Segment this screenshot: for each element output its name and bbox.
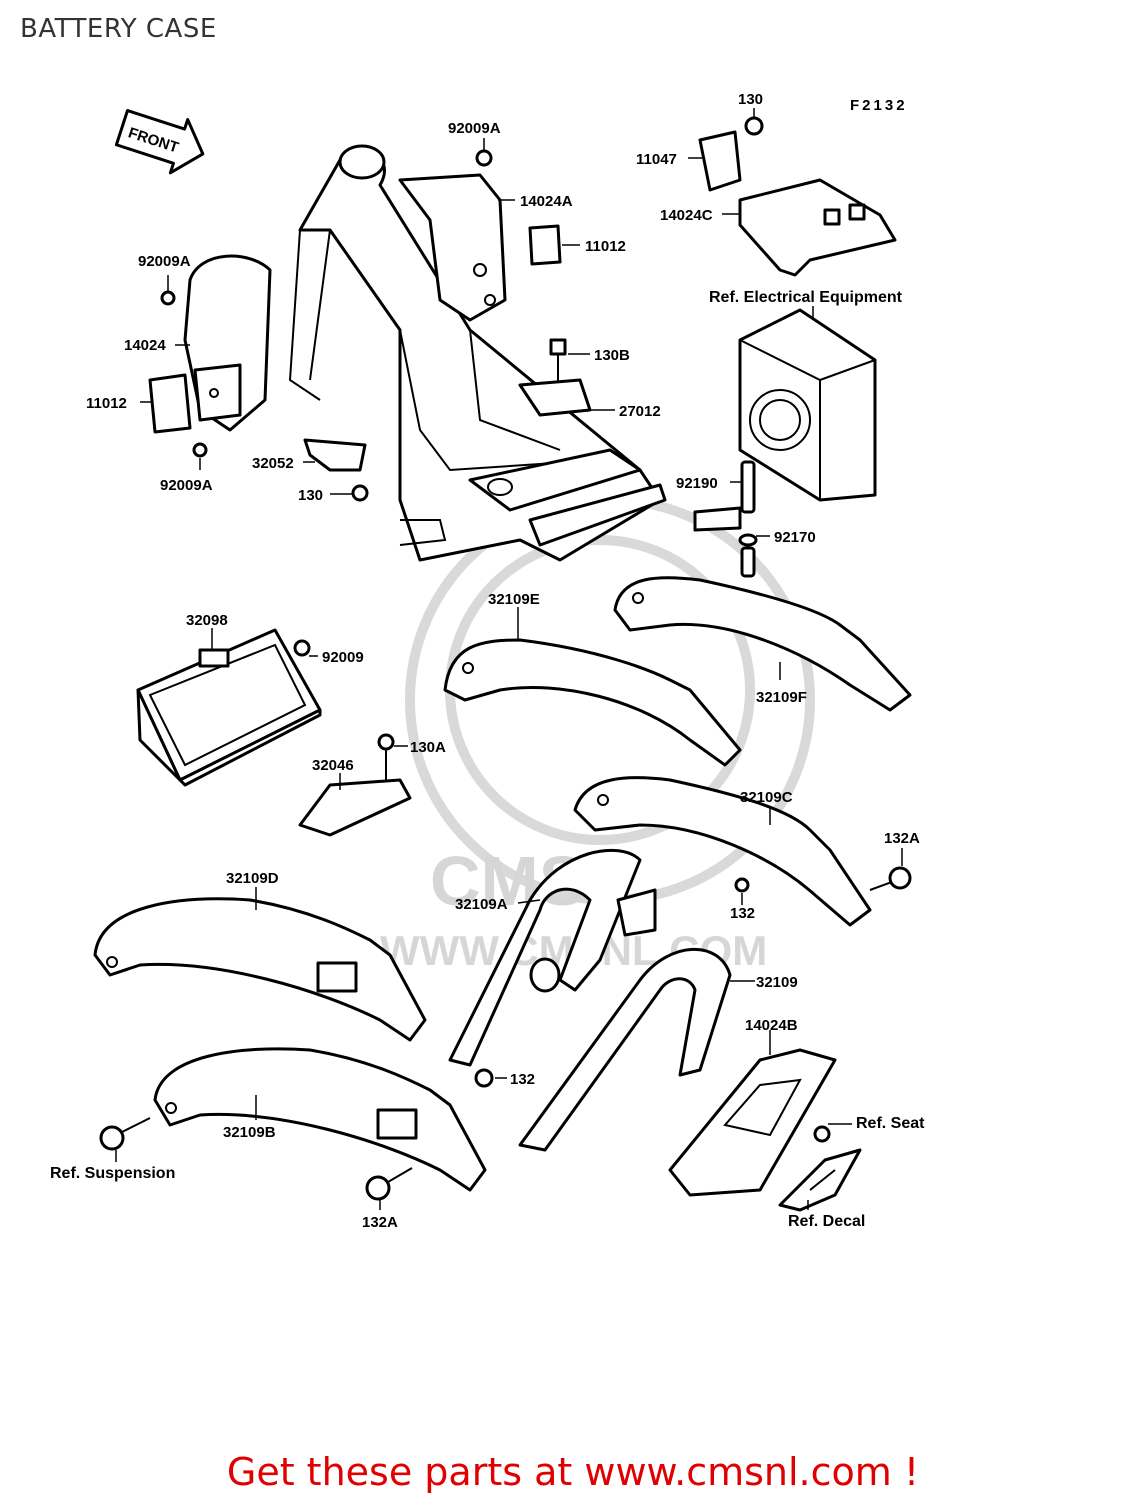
part-32109B-rail bbox=[153, 1047, 487, 1192]
label-130-top: 130 bbox=[738, 91, 763, 108]
label-14024A: 14024A bbox=[520, 193, 573, 210]
bolt-130-mid-icon bbox=[351, 484, 369, 502]
bolt-132-right-icon bbox=[734, 877, 750, 893]
label-27012: 27012 bbox=[619, 403, 661, 420]
part-32109F-rail bbox=[613, 576, 912, 712]
label-11012-top: 11012 bbox=[585, 238, 626, 255]
label-92009A-top: 92009A bbox=[448, 120, 501, 137]
ref-seat: Ref. Seat bbox=[856, 1115, 925, 1132]
label-92009A-bottom: 92009A bbox=[160, 477, 213, 494]
label-32109B: 32109B bbox=[223, 1124, 276, 1141]
label-11012-left: 11012 bbox=[86, 395, 127, 412]
bolt-130-top-icon bbox=[744, 116, 764, 136]
label-92009A-left: 92009A bbox=[138, 253, 191, 270]
part-92170-grommet bbox=[738, 533, 758, 578]
label-32109E: 32109E bbox=[488, 591, 540, 608]
label-11047: 11047 bbox=[636, 151, 677, 168]
label-132A-right: 132A bbox=[884, 830, 920, 847]
part-32052-bracket bbox=[303, 438, 367, 472]
label-32109F: 32109F bbox=[756, 689, 807, 706]
front-arrow-icon: FRONT bbox=[114, 109, 205, 175]
part-14024B-cover bbox=[668, 1048, 837, 1197]
part-14024A-cover bbox=[398, 173, 507, 322]
parts-diagram: CMS WWW.CMSNL.COM FRONT bbox=[50, 91, 925, 1231]
part-32046-bracket bbox=[298, 778, 412, 837]
bolt-suspension-icon bbox=[99, 1117, 151, 1151]
bolt-92009A-left-icon bbox=[160, 290, 176, 306]
bolt-130A-icon bbox=[377, 733, 395, 780]
label-14024: 14024 bbox=[124, 337, 166, 354]
battery bbox=[738, 308, 877, 502]
bolt-132-mid-icon bbox=[474, 1068, 494, 1088]
part-11012-left-pad bbox=[148, 373, 192, 434]
cta-link[interactable]: Get these parts at www.cmsnl.com ! bbox=[226, 1450, 920, 1494]
part-14024C-cover bbox=[738, 178, 897, 277]
figure-code: F2132 bbox=[850, 97, 908, 114]
part-32109C-rail bbox=[573, 776, 872, 927]
part-11047-bracket bbox=[698, 130, 742, 192]
label-92190: 92190 bbox=[676, 475, 718, 492]
ref-decal: Ref. Decal bbox=[788, 1213, 865, 1230]
bolt-92009-icon bbox=[293, 639, 311, 657]
bolt-92009A-bottom-icon bbox=[192, 442, 208, 458]
label-14024B: 14024B bbox=[745, 1017, 798, 1034]
part-32109E-rail bbox=[443, 638, 742, 767]
part-32109-grabrail bbox=[518, 947, 732, 1152]
decal-part bbox=[778, 1148, 862, 1212]
bolt-92009A-top-icon bbox=[475, 149, 493, 167]
part-labels: F2132 92009A 14024A 11012 92009A 14024 1… bbox=[50, 91, 925, 1231]
leader-lines bbox=[115, 108, 903, 1210]
label-92170: 92170 bbox=[774, 529, 816, 546]
label-32109A: 32109A bbox=[455, 896, 508, 913]
label-32109C: 32109C bbox=[740, 789, 793, 806]
part-32098-box bbox=[136, 628, 322, 787]
label-92009: 92009 bbox=[322, 649, 364, 666]
ref-suspension: Ref. Suspension bbox=[50, 1165, 175, 1182]
label-130-mid: 130 bbox=[298, 487, 323, 504]
label-32046: 32046 bbox=[312, 757, 354, 774]
label-32109D: 32109D bbox=[226, 870, 279, 887]
label-132A-bottom: 132A bbox=[362, 1214, 398, 1231]
label-132-mid: 132 bbox=[510, 1071, 535, 1088]
bolt-132A-right-icon bbox=[869, 866, 912, 891]
label-32109: 32109 bbox=[756, 974, 798, 991]
label-32052: 32052 bbox=[252, 455, 294, 472]
part-14024-cover bbox=[183, 254, 272, 432]
label-14024C: 14024C bbox=[660, 207, 713, 224]
part-11012-top-pad bbox=[528, 224, 562, 266]
part-32109A-grabrail bbox=[448, 848, 657, 1067]
label-32098: 32098 bbox=[186, 612, 228, 629]
bolt-132A-bottom-icon bbox=[365, 1167, 413, 1201]
label-132-right: 132 bbox=[730, 905, 755, 922]
label-130B: 130B bbox=[594, 347, 630, 364]
page-title: BATTERY CASE bbox=[20, 14, 217, 44]
bolt-seat-icon bbox=[813, 1125, 831, 1143]
part-92190-tube bbox=[693, 460, 756, 532]
bolt-130B-icon bbox=[549, 338, 567, 385]
motorcycle-frame bbox=[288, 144, 667, 562]
part-32109D-rail bbox=[93, 897, 427, 1042]
ref-electrical-equipment: Ref. Electrical Equipment bbox=[709, 289, 903, 306]
label-130A: 130A bbox=[410, 739, 446, 756]
